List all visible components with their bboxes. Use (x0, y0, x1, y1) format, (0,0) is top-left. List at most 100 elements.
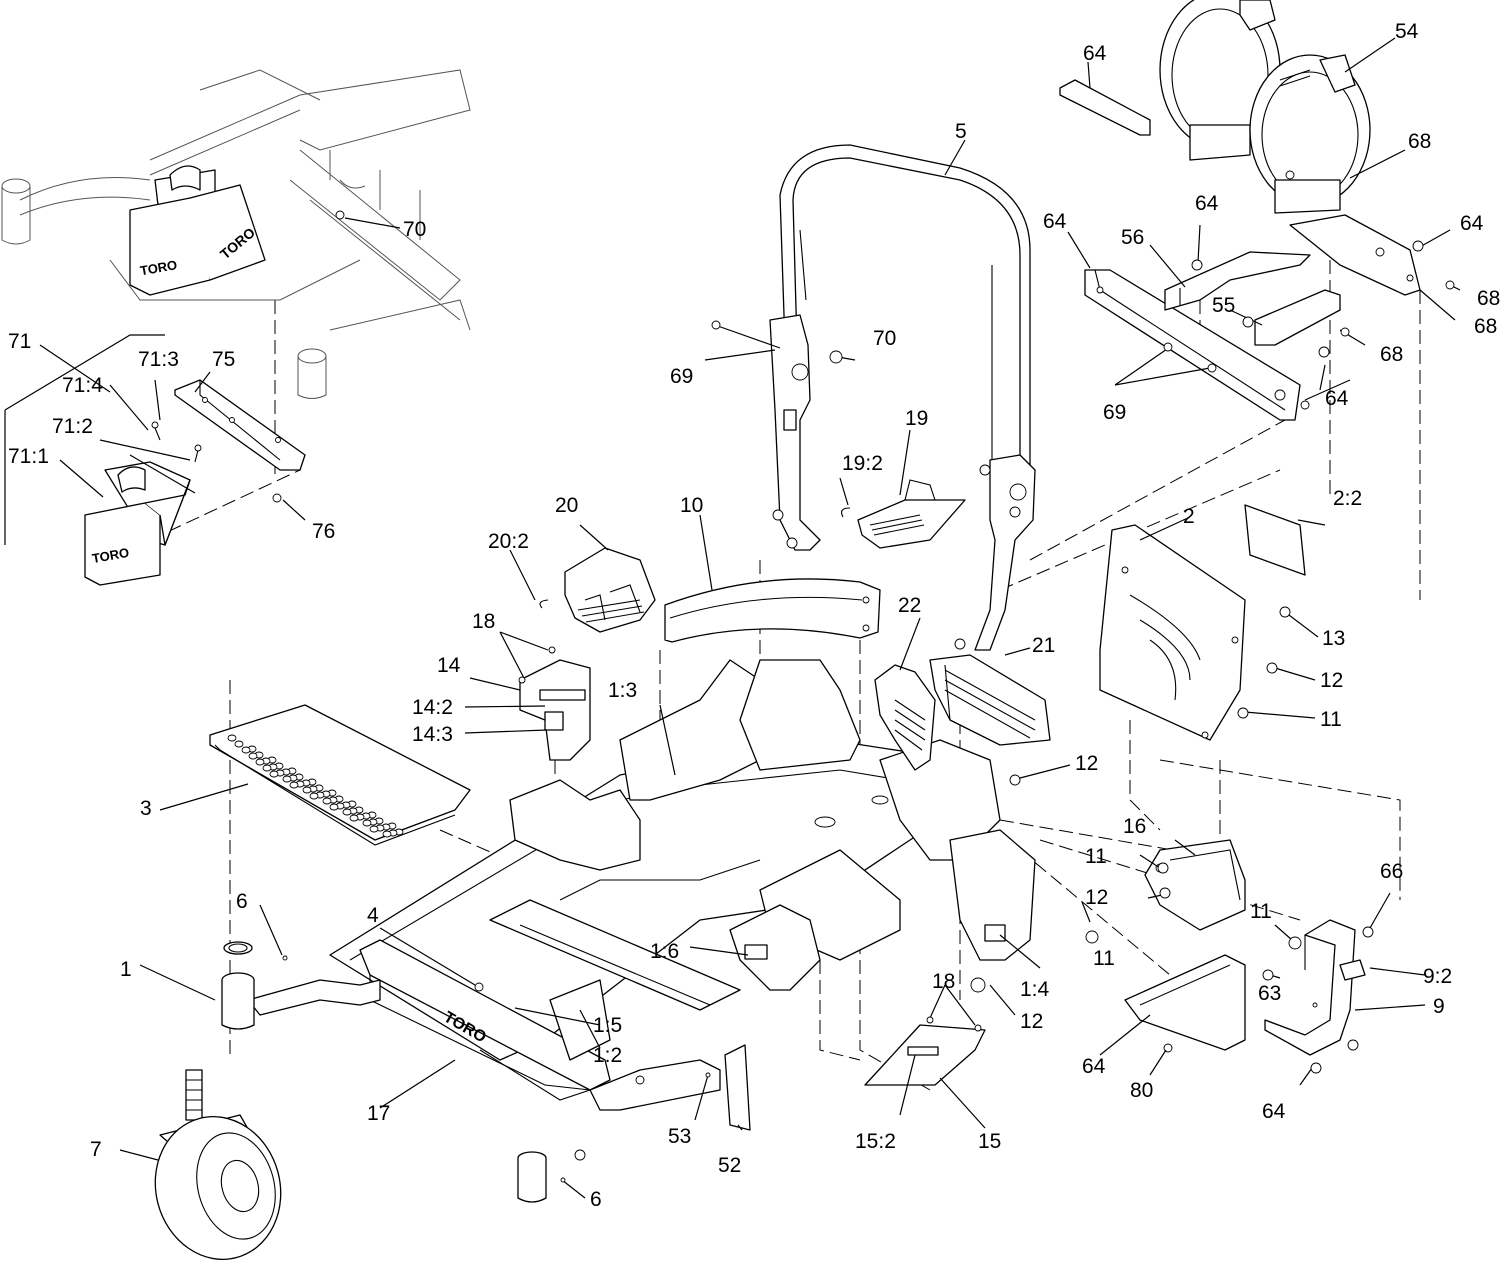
callout-66: 68 (1474, 315, 1497, 338)
callout-54: 64 (1043, 210, 1067, 233)
callout-14: 14 (437, 654, 461, 677)
plate-55 (1124, 954, 1246, 1053)
deck-hole (234, 740, 244, 748)
callout-1-2: 1:2 (593, 1044, 622, 1067)
callout-68-c: 68 (1380, 343, 1403, 366)
callout-1-5: 1:5 (593, 1014, 622, 1037)
callout-labels: 70 71 71:3 71:4 71:2 71:1 75 76 5 64 54 … (8, 20, 1500, 1211)
callout-4: 4 (367, 904, 379, 927)
callout-76: 76 (312, 520, 335, 543)
foot-pedal-19 (841, 479, 966, 549)
callout-13: 13 (1322, 627, 1345, 650)
deck-hole (302, 786, 312, 794)
bar-56 (1059, 79, 1151, 136)
shield-10 (664, 578, 881, 643)
weight-bracket-top: TORO TORO (129, 165, 266, 296)
counterweight-71-1: TORO (84, 454, 196, 586)
callout-72: 70 (403, 218, 426, 241)
deck-hole (255, 758, 265, 766)
callout-2: 2 (1183, 505, 1195, 528)
deck-hole (269, 770, 279, 778)
deck-hole (369, 825, 379, 833)
ghost-frame-inset (1, 69, 471, 399)
callout-71: 71 (8, 330, 31, 353)
callout-16: 16 (1123, 815, 1146, 838)
deck-hole (241, 746, 251, 754)
callout-22: 22 (898, 594, 921, 617)
callout-12-c: 12 (1085, 886, 1108, 909)
deck-plate-3 (209, 704, 471, 846)
callout-11-d: 11 (1093, 947, 1115, 970)
callout-18-b: 18 (932, 970, 955, 993)
callout-69: 69 (670, 365, 693, 388)
callout-53: 56 (1121, 226, 1144, 249)
callout-1-6: 1:6 (650, 940, 679, 963)
deck-hole (382, 830, 392, 838)
deck-hole (262, 764, 272, 772)
callout-11-b: 11 (1085, 845, 1107, 868)
caster-arm-1 (221, 941, 611, 1061)
callout-12-b: 12 (1075, 752, 1098, 775)
callout-3: 3 (140, 797, 152, 820)
callout-20-2: 20:2 (488, 530, 529, 553)
callout-12-d: 12 (1020, 1010, 1043, 1033)
callout-80: 80 (1130, 1079, 1153, 1102)
callout-64-e: 64 (1262, 1100, 1286, 1123)
callout-68-b: 68 (1477, 287, 1500, 310)
callout-11-a: 11 (1320, 708, 1342, 731)
clamp-51-front (1249, 54, 1371, 214)
bracket-16 (1144, 839, 1246, 931)
bracket-52 (1254, 289, 1341, 346)
callout-64-d: 66 (1380, 860, 1403, 883)
plate-15 (864, 1024, 986, 1086)
rear-bumper-9 (1264, 919, 1356, 1056)
deck-hole (248, 752, 258, 760)
callout-75: 75 (212, 348, 235, 371)
callout-14-3: 14:3 (412, 723, 453, 746)
deck-hole (362, 819, 372, 827)
callout-48: 52 (718, 1154, 741, 1177)
callout-56: 64 (1083, 42, 1107, 65)
callout-55: 64 (1082, 1055, 1106, 1078)
roll-bar-5 (769, 144, 1036, 651)
callout-68-a: 68 (1408, 130, 1431, 153)
deck-hole (309, 792, 319, 800)
callout-2-2: 2:2 (1333, 487, 1362, 510)
callout-1: 1 (120, 958, 132, 981)
callout-15: 15 (978, 1130, 1001, 1153)
deck-hole (349, 814, 359, 822)
callout-6-b: 6 (590, 1188, 602, 1211)
callout-18-a: 18 (472, 610, 495, 633)
leader-lines (4, 37, 1461, 1199)
brand-logo-71-1: TORO (91, 545, 130, 566)
console-14 (519, 659, 591, 761)
callout-6-a: 6 (236, 890, 248, 913)
callout-1-3: 1:3 (608, 679, 637, 702)
label-9-2 (1339, 959, 1366, 981)
bracket-53 (1164, 251, 1311, 311)
brand-logo-weight: TORO (139, 257, 178, 278)
callout-20: 20 (555, 494, 578, 517)
callout-15-2: 15:2 (855, 1130, 896, 1153)
callout-12-a: 12 (1320, 669, 1343, 692)
callout-9: 9 (1433, 995, 1445, 1018)
deck-hole (342, 808, 352, 816)
deck-hole (227, 734, 237, 742)
main-frame: TORO (329, 659, 1036, 1161)
rear-plate-2 (1099, 524, 1246, 741)
hardware (151, 170, 1455, 1183)
bracket-48 (724, 1044, 751, 1131)
callout-63: 63 (1258, 982, 1281, 1005)
callout-70: 70 (873, 327, 896, 350)
callout-19-2: 19:2 (842, 452, 883, 475)
label-2-2 (1244, 504, 1306, 576)
clamp-51-rear (1159, 0, 1281, 161)
callout-17: 17 (367, 1102, 390, 1125)
callout-51: 54 (1395, 20, 1419, 43)
callout-64-a: 64 (1195, 192, 1219, 215)
callout-11-c: 11 (1250, 900, 1272, 923)
callout-64-b: 64 (1460, 212, 1484, 235)
callout-71-2: 71:2 (52, 415, 93, 438)
